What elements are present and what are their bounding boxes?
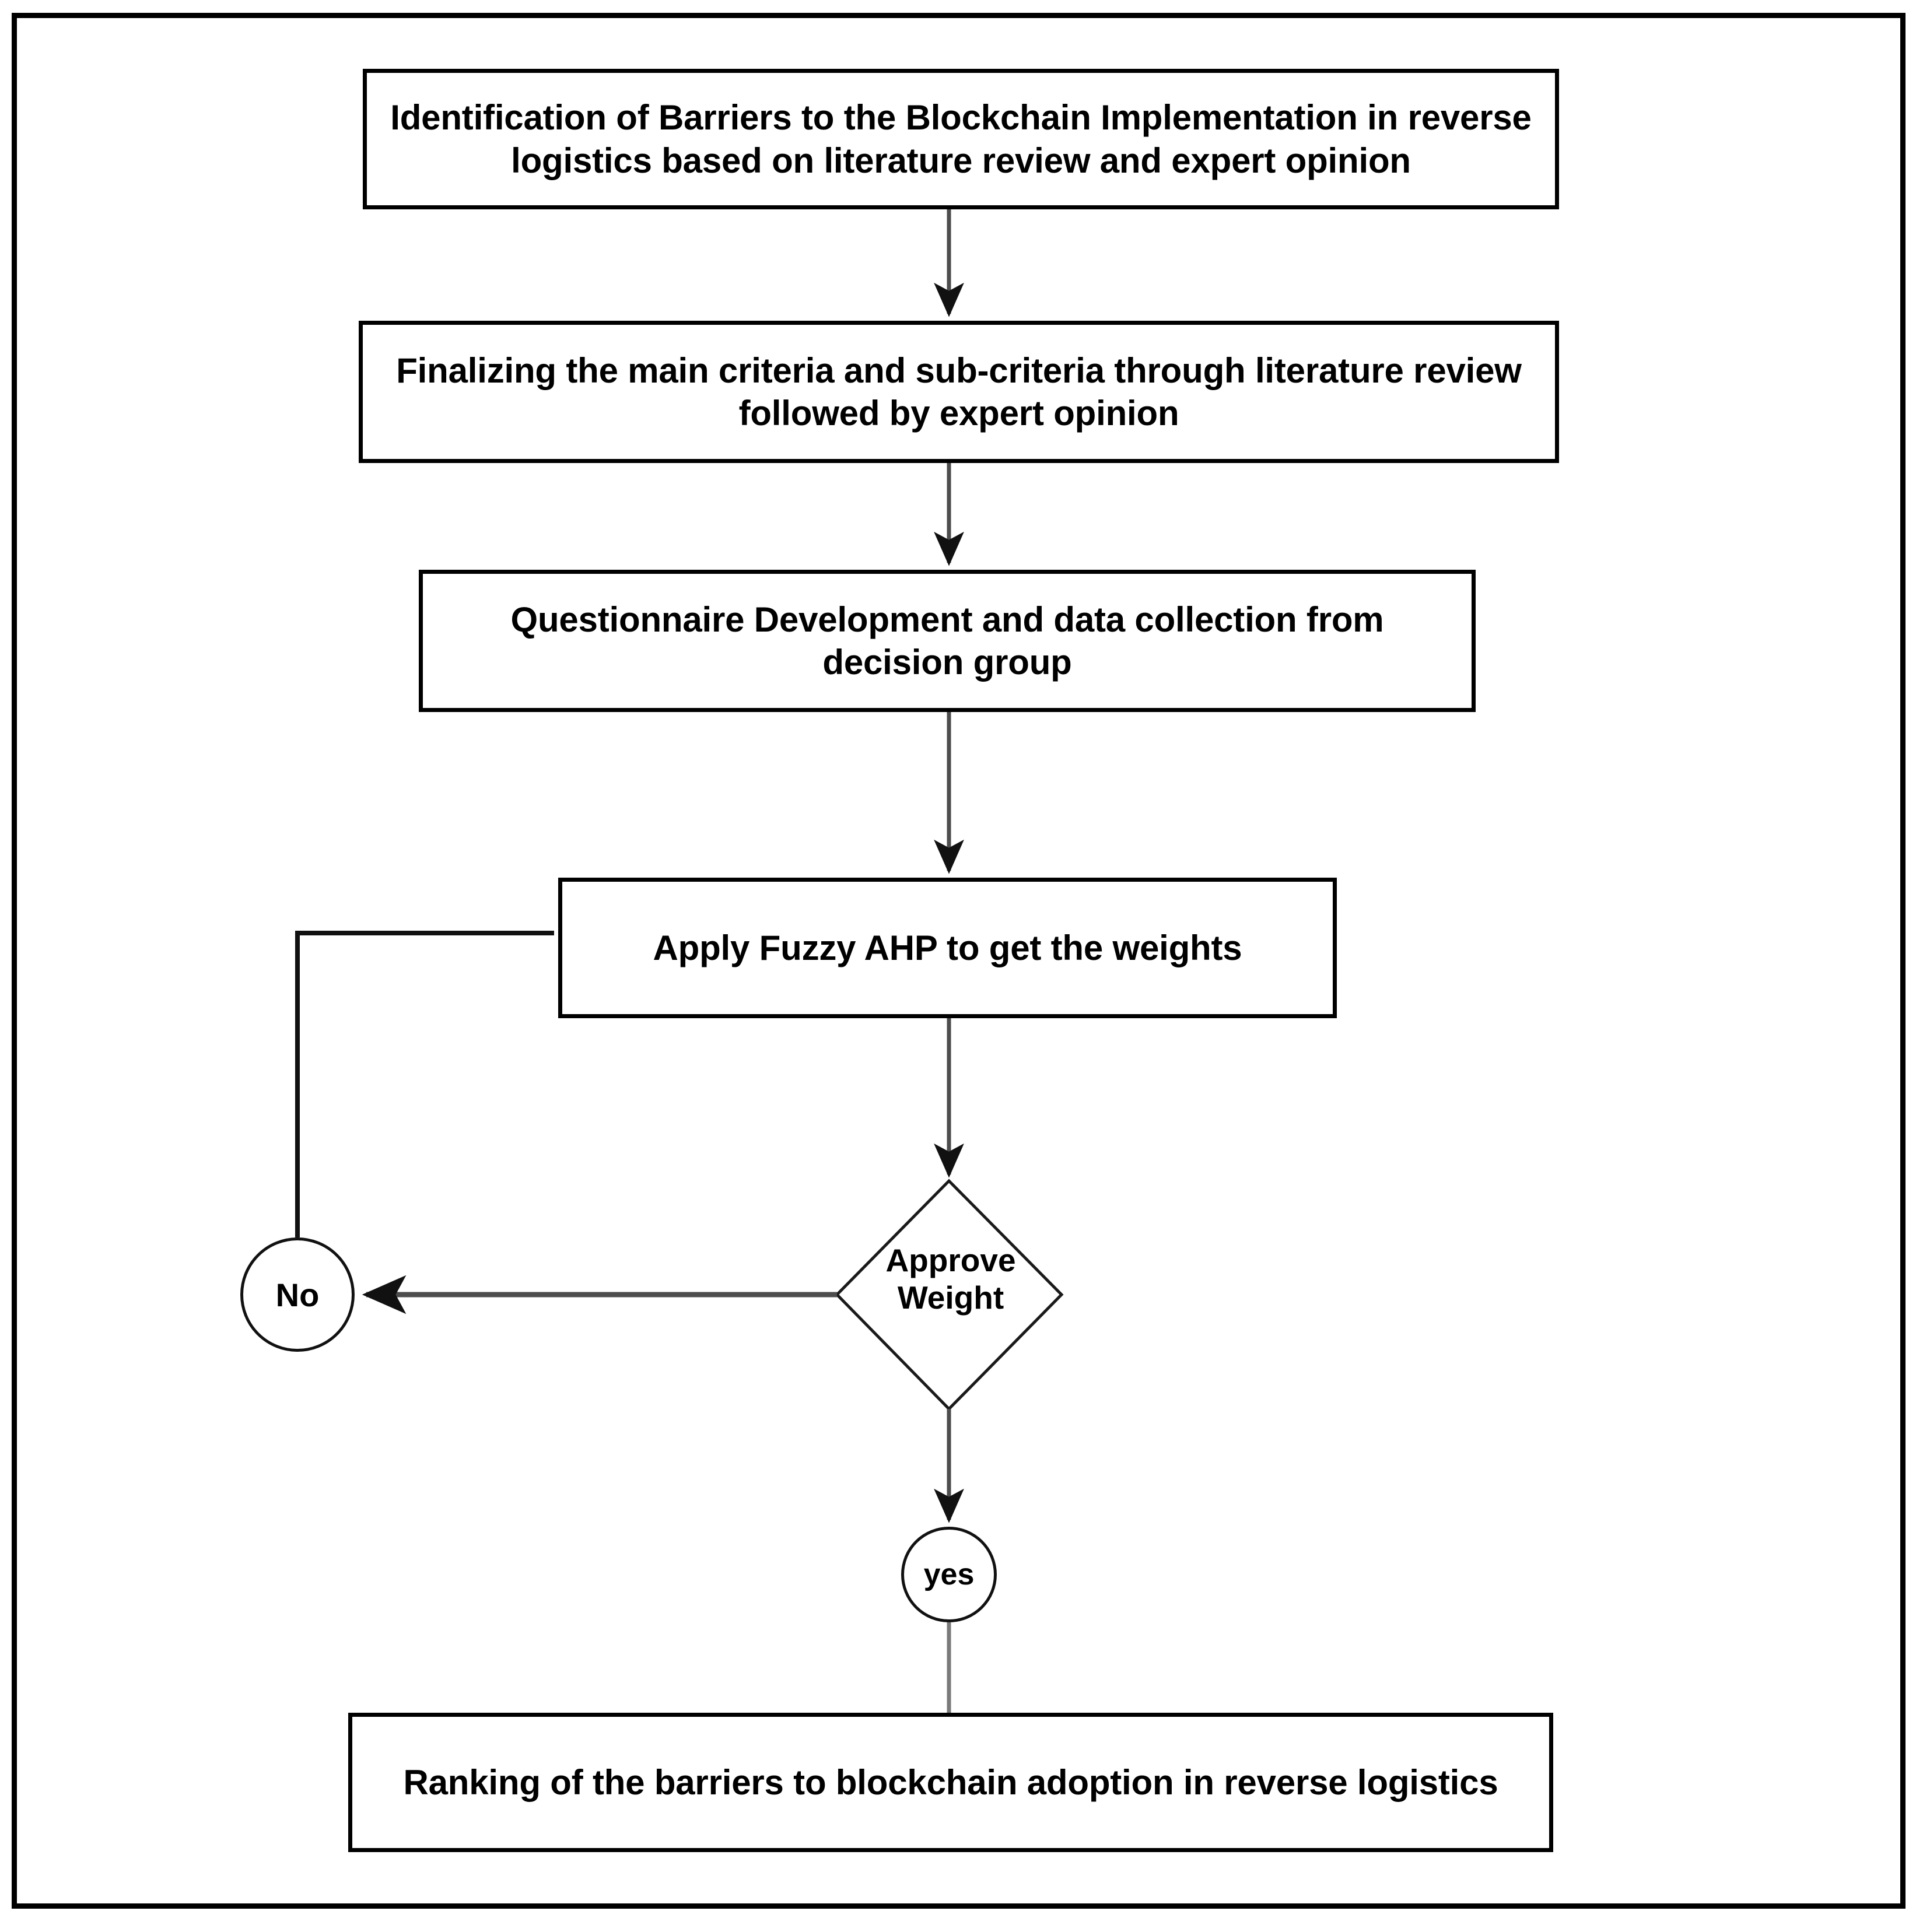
process-node-fuzzy-ahp-label: Apply Fuzzy AHP to get the weights	[653, 928, 1242, 967]
process-node-identification[interactable]: Identification of Barriers to the Blockc…	[363, 69, 1559, 209]
process-node-fuzzy-ahp[interactable]: Apply Fuzzy AHP to get the weights	[558, 878, 1337, 1018]
edge-no-loopback-to-fuzzyahp	[295, 931, 554, 1237]
process-node-identification-label: Identification of Barriers to the Blockc…	[390, 98, 1532, 180]
connector-node-no-label: No	[275, 1276, 320, 1313]
process-node-questionnaire[interactable]: Questionnaire Development and data colle…	[419, 570, 1476, 712]
connector-node-yes[interactable]: yes	[901, 1527, 997, 1622]
decision-diamond-approve-weight	[835, 1179, 1064, 1411]
process-node-ranking-label: Ranking of the barriers to blockchain ad…	[403, 1762, 1498, 1802]
process-node-ranking[interactable]: Ranking of the barriers to blockchain ad…	[348, 1713, 1553, 1852]
connector-node-no[interactable]: No	[240, 1237, 355, 1352]
connector-node-yes-label: yes	[923, 1558, 975, 1591]
process-node-questionnaire-label: Questionnaire Development and data colle…	[510, 599, 1384, 682]
process-node-finalizing[interactable]: Finalizing the main criteria and sub-cri…	[359, 321, 1559, 463]
process-node-finalizing-label: Finalizing the main criteria and sub-cri…	[396, 350, 1522, 433]
